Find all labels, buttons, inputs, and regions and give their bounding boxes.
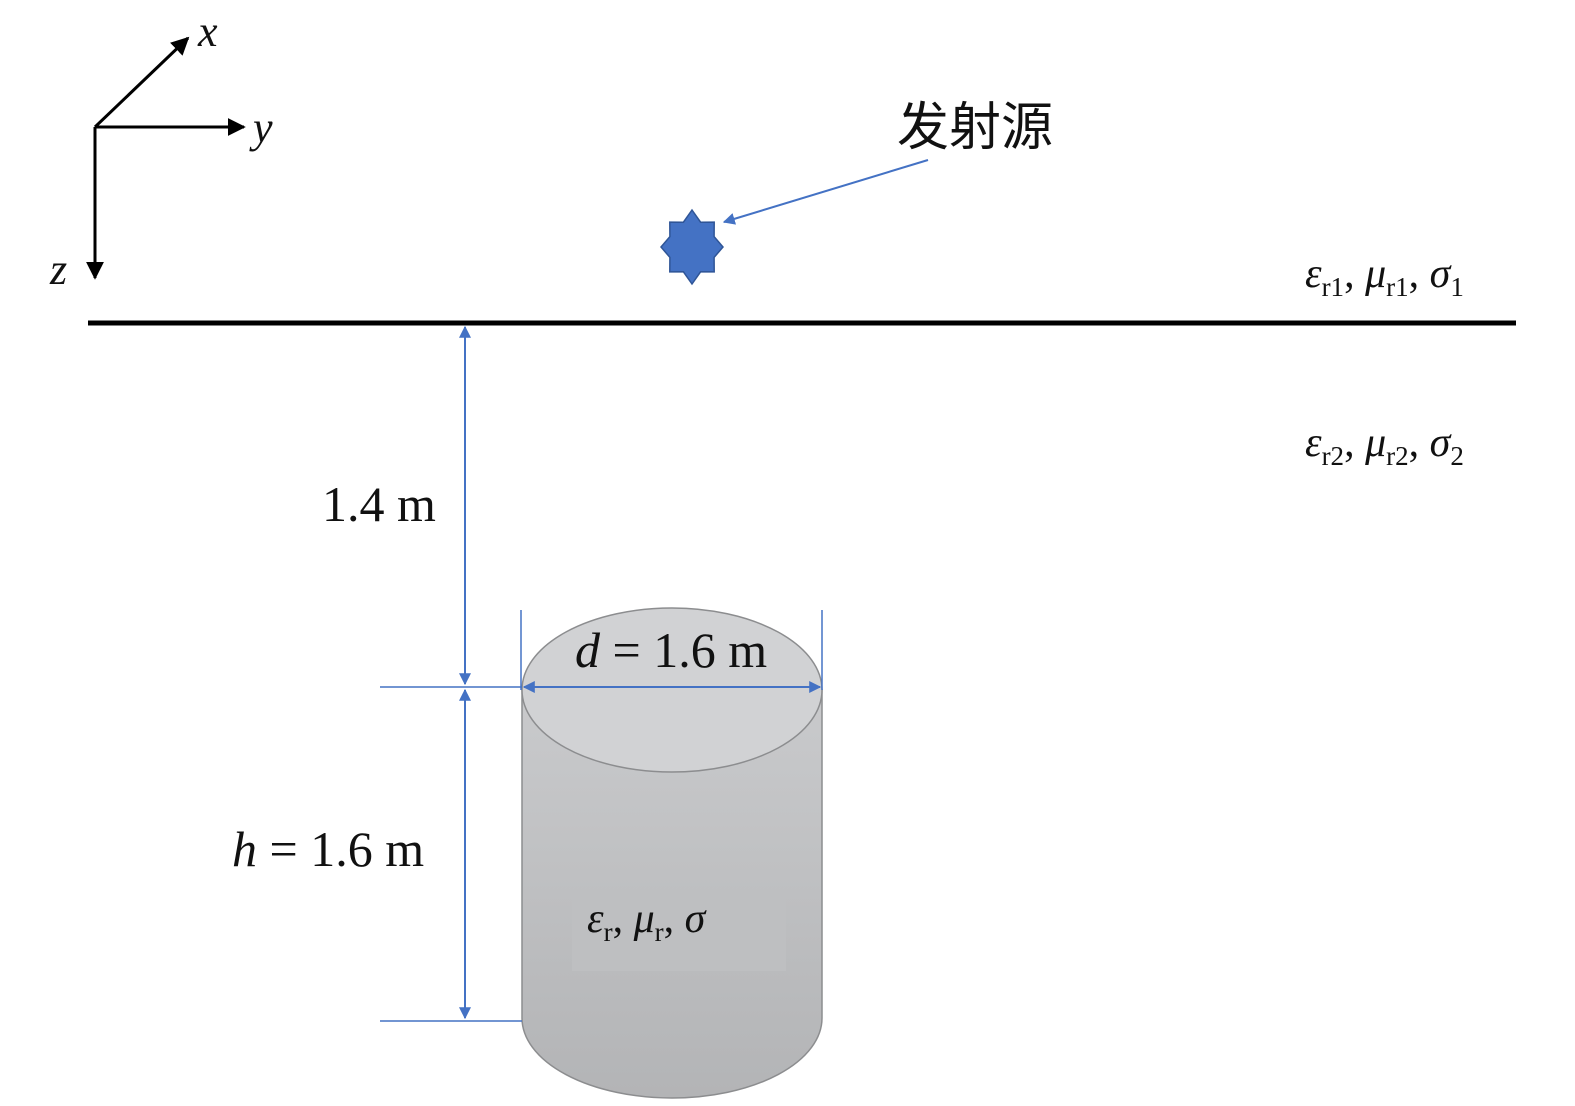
buried-cylinder: εr, μr, σ [521,607,823,1099]
diameter-label: d = 1.6 m [575,622,767,678]
x-axis-label: x [197,7,218,56]
lower-layer-params: εr2, μr2, σ2 [1305,420,1464,471]
x-axis-arrow [93,36,190,129]
transmitter-source: 发射源 [660,98,1053,286]
depth-label: 1.4 m [322,476,436,532]
source-label: 发射源 [897,98,1053,158]
cylinder-params: εr, μr, σ [587,896,708,947]
cylinder-label-box [572,893,786,971]
coordinate-axes: x y z [49,7,273,294]
z-axis-label: z [49,245,67,294]
source-pointer-arrow [722,159,929,225]
dimension-lines: 1.4 m h = 1.6 m d = 1.6 m [232,325,823,1022]
upper-layer-params: εr1, μr1, σ1 [1305,251,1464,302]
source-star-icon [660,208,724,286]
height-label: h = 1.6 m [232,821,424,877]
y-axis-label: y [249,103,273,152]
